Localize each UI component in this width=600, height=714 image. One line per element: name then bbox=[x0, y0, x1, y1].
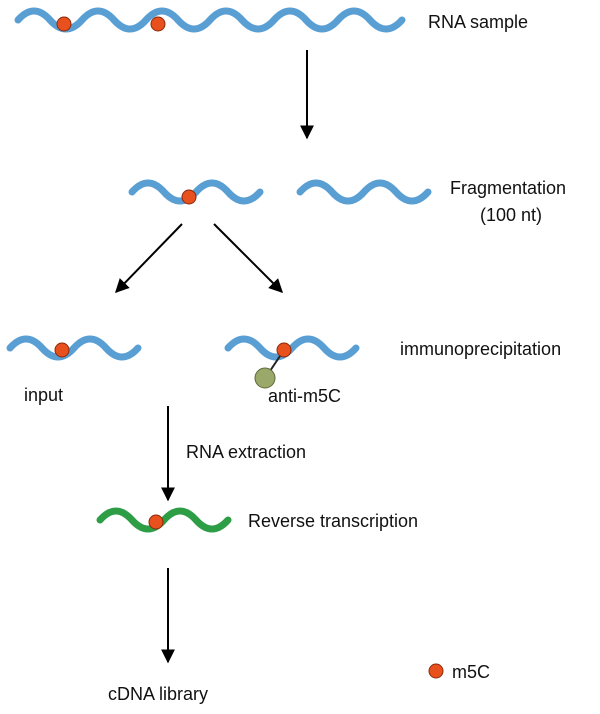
rna-fragment-plain bbox=[296, 179, 432, 205]
m5c-mark bbox=[181, 189, 197, 205]
rna-sample-label: RNA sample bbox=[428, 12, 528, 32]
fragmentation-size-label: (100 nt) bbox=[480, 205, 542, 225]
cdna-library-label: cDNA library bbox=[108, 684, 208, 704]
m5c-mark bbox=[56, 16, 72, 32]
rna-fragment-helix bbox=[128, 179, 264, 205]
rna-fragment-helix bbox=[296, 179, 432, 205]
m5c-mark bbox=[276, 342, 292, 358]
arrow-split-left bbox=[115, 223, 183, 294]
anti-m5c-label: anti-m5C bbox=[268, 386, 341, 406]
legend: m5C bbox=[428, 662, 490, 682]
m5c-mark bbox=[148, 514, 164, 530]
rna-sample-strand bbox=[14, 7, 406, 33]
fragmentation-label: Fragmentation bbox=[450, 178, 566, 198]
input-fragment bbox=[6, 335, 142, 361]
ip-fragment-helix bbox=[224, 335, 360, 361]
cdna-fragment bbox=[96, 507, 232, 533]
legend-m5c-label: m5C bbox=[452, 662, 490, 682]
antibody-bead-icon bbox=[254, 367, 276, 389]
rna-fragment-with-m5c bbox=[128, 179, 264, 205]
reverse-transcription-label: Reverse transcription bbox=[248, 511, 418, 531]
immunoprecipitation-label: immunoprecipitation bbox=[400, 339, 561, 359]
input-label: input bbox=[24, 385, 63, 405]
m5c-mark bbox=[150, 16, 166, 32]
cdna-fragment-helix bbox=[96, 507, 232, 533]
ip-fragment bbox=[224, 335, 360, 389]
m5c-legend-icon bbox=[428, 663, 444, 679]
arrow-split-right bbox=[213, 223, 283, 293]
input-fragment-helix bbox=[6, 335, 142, 361]
m5c-mark bbox=[54, 342, 70, 358]
rna-extraction-label: RNA extraction bbox=[186, 442, 306, 462]
rna-sample-helix bbox=[14, 7, 406, 33]
